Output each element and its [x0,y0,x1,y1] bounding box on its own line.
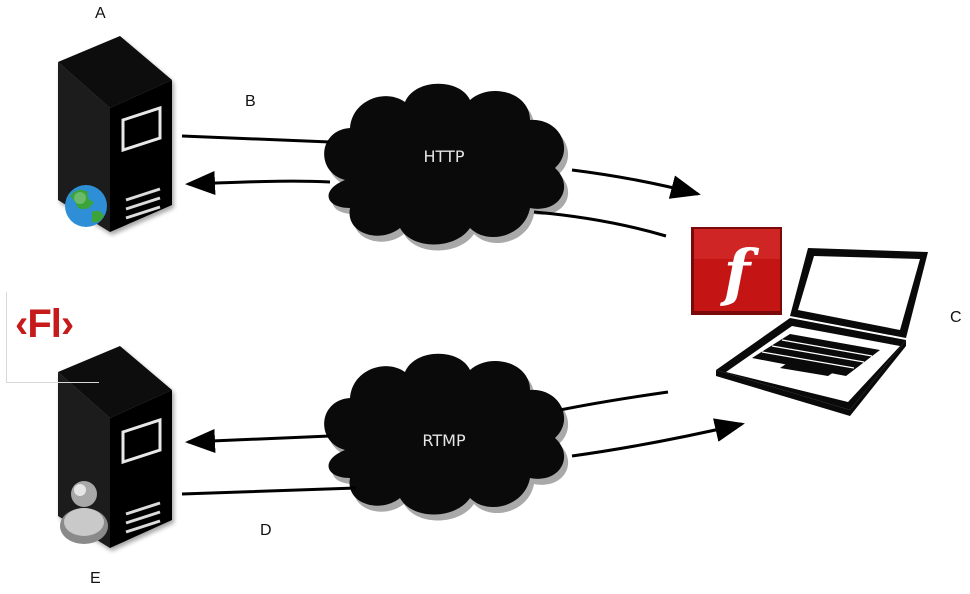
flash-fl-logo-icon: ‹Fl› [6,292,99,383]
http-response-arrow [185,170,331,195]
http-cloud: HTTP [324,83,569,251]
label-a: A [95,5,106,22]
http-from-client-line [533,210,667,238]
http-request-line [181,134,331,144]
media-server-icon [58,346,172,548]
rtmp-to-server-arrow [185,428,331,453]
globe-icon [65,185,107,227]
rtmp-cloud: RTMP [324,353,569,521]
label-d: D [260,522,272,539]
label-c: C [950,309,962,326]
label-b: B [245,93,256,110]
http-to-client-arrow [571,168,701,199]
flash-fl-logo-text: ‹Fl› [15,302,74,346]
http-cloud-label: HTTP [424,147,465,166]
laptop-icon [716,248,928,416]
rtmp-to-client-arrow [571,418,745,458]
user-icon [60,481,108,544]
rtmp-from-server-line [181,486,357,496]
rtmp-cloud-label: RTMP [422,431,466,450]
label-e: E [90,570,101,587]
rtmp-from-client-line [559,390,669,412]
flash-player-icon: f [691,227,782,315]
